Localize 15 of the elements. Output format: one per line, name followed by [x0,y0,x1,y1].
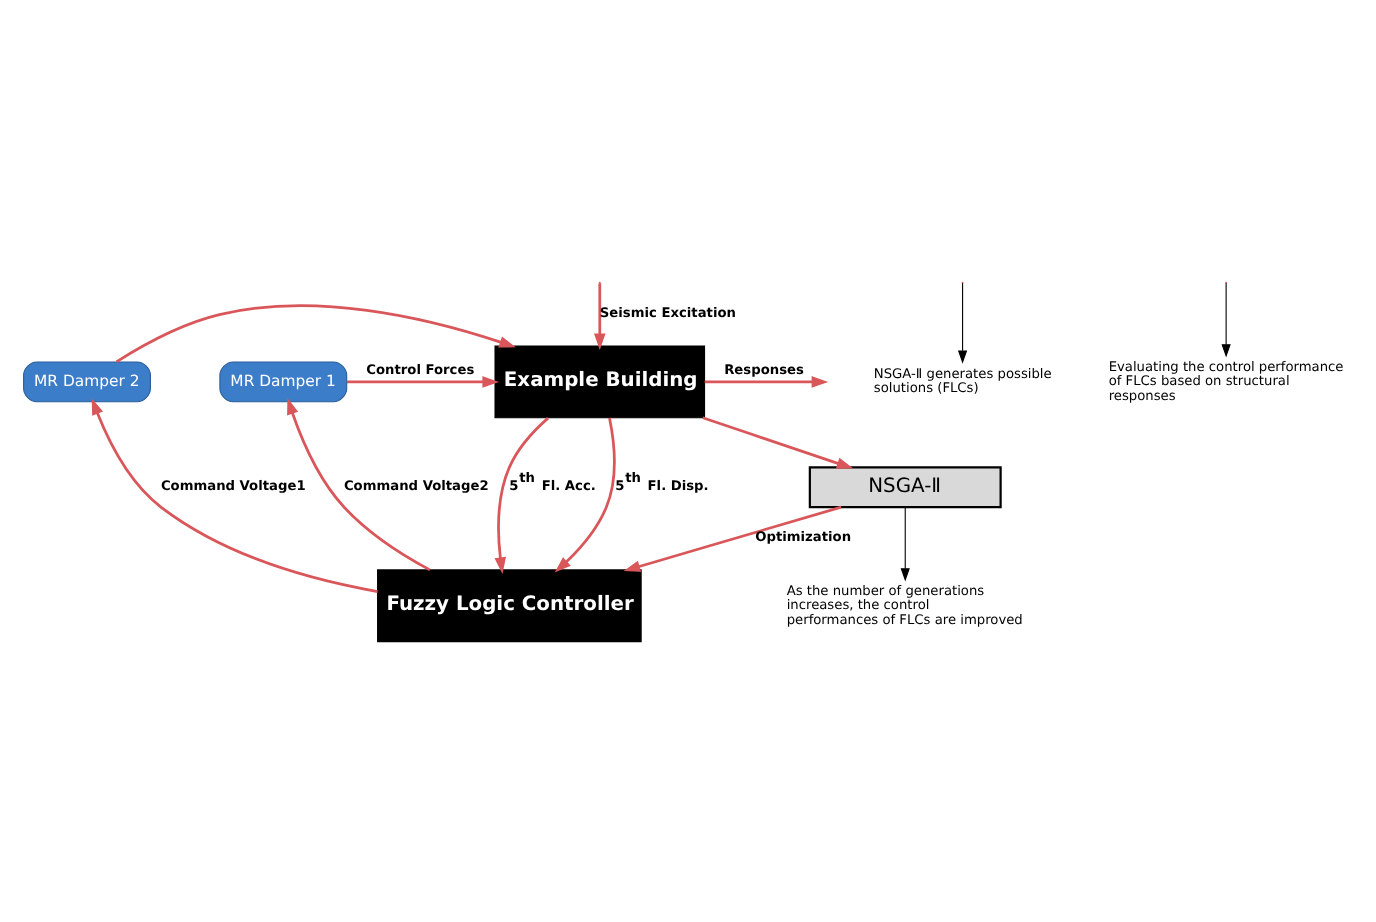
arrow [702,415,854,468]
arrow [957,281,968,363]
arrow [554,416,616,572]
arrow [593,282,606,350]
arrow [494,416,549,573]
node-box: Example Building [494,344,706,418]
arrow [900,505,910,581]
arrow [1221,281,1231,357]
node-box: Fuzzy Logic Controller [377,568,642,642]
arrow [287,396,431,571]
arrow [115,303,516,362]
node-box: NSGA-Ⅱ [808,465,1002,508]
arrow [346,375,499,387]
arrow [91,397,378,592]
arrow [623,504,842,571]
